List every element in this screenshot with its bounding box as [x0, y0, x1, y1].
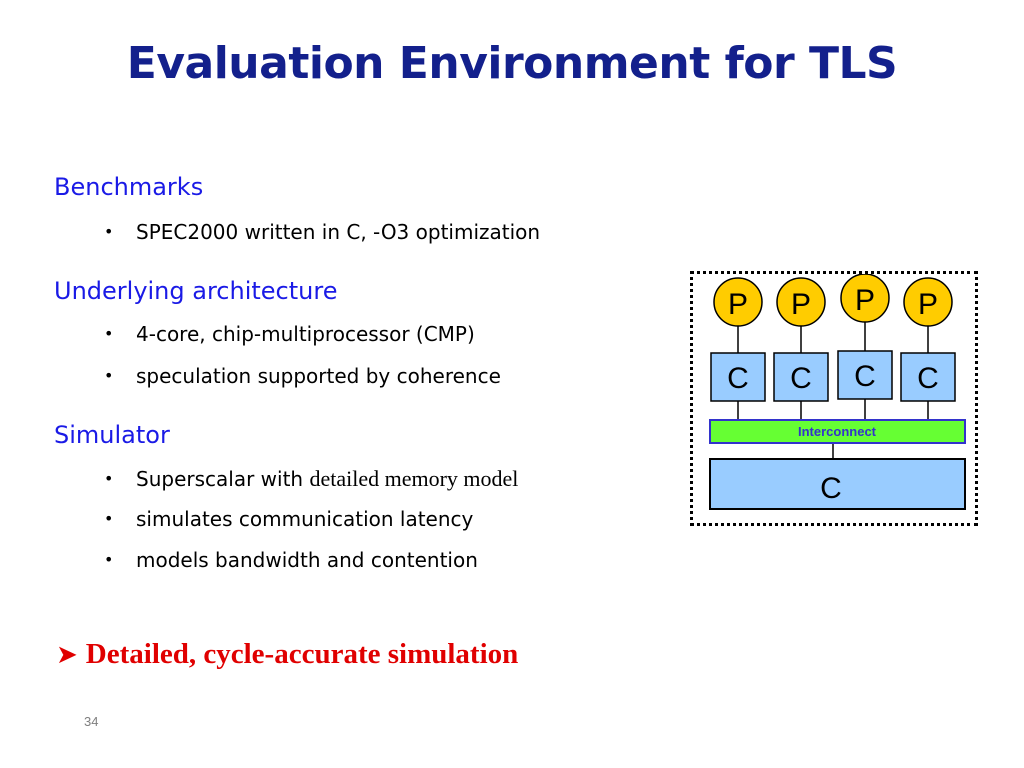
- processor-node: P: [840, 274, 890, 323]
- processor-label: P: [791, 288, 811, 321]
- private-cache-node: C: [837, 350, 893, 400]
- processor-node: P: [713, 277, 763, 327]
- processor-label: P: [918, 288, 938, 321]
- cmp-architecture-diagram: P P P P C C C C: [690, 271, 978, 526]
- bullet-item: • simulates communication latency: [104, 507, 473, 531]
- shared-cache-label: C: [820, 472, 842, 505]
- slide-title: Evaluation Environment for TLS: [126, 38, 898, 89]
- page-number: 34: [84, 714, 99, 729]
- bullet-dot-icon: •: [104, 509, 114, 528]
- private-cache-node: C: [710, 352, 766, 402]
- arrow-right-icon: ➤: [56, 640, 78, 670]
- bullet-text: speculation supported by coherence: [136, 364, 501, 388]
- cache-label: C: [917, 362, 939, 395]
- bullet-text: models bandwidth and contention: [136, 548, 478, 572]
- bullet-dot-icon: •: [104, 469, 114, 488]
- bullet-item: • 4-core, chip-multiprocessor (CMP): [104, 322, 475, 346]
- processor-node: P: [776, 277, 826, 327]
- bullet-item: • SPEC2000 written in C, -O3 optimization: [104, 220, 540, 244]
- interconnect-label: Interconnect: [798, 424, 877, 439]
- bullet-dot-icon: •: [104, 324, 114, 343]
- section-heading-simulator: Simulator: [54, 421, 170, 449]
- bullet-text-serif: detailed memory model: [309, 466, 519, 491]
- bullet-item: • speculation supported by coherence: [104, 364, 501, 388]
- private-cache-node: C: [773, 352, 829, 402]
- section-heading-architecture: Underlying architecture: [54, 277, 338, 305]
- section-heading-benchmarks: Benchmarks: [54, 173, 204, 201]
- bullet-item: • Superscalar with detailed memory model: [104, 466, 518, 492]
- interconnect-bar: Interconnect: [709, 419, 966, 444]
- processor-label: P: [855, 284, 875, 317]
- bullet-text: simulates communication latency: [136, 507, 474, 531]
- bullet-item: • models bandwidth and contention: [104, 548, 478, 572]
- conclusion-line: ➤Detailed, cycle-accurate simulation: [56, 638, 518, 671]
- processor-label: P: [728, 288, 748, 321]
- bullet-text: SPEC2000 written in C, -O3 optimization: [136, 220, 541, 244]
- private-cache-node: C: [900, 352, 956, 402]
- cache-label: C: [854, 360, 876, 393]
- shared-cache-node: C: [709, 458, 966, 510]
- cache-label: C: [727, 362, 749, 395]
- bullet-dot-icon: •: [104, 550, 114, 569]
- bullet-text: 4-core, chip-multiprocessor (CMP): [136, 322, 475, 346]
- bullet-text: Superscalar with: [136, 467, 310, 491]
- diagram-canvas: P P P P C C C C: [709, 274, 966, 510]
- bullet-dot-icon: •: [104, 222, 114, 241]
- conclusion-text: Detailed, cycle-accurate simulation: [85, 638, 519, 670]
- cache-label: C: [790, 362, 812, 395]
- processor-node: P: [903, 277, 953, 327]
- bullet-dot-icon: •: [104, 366, 114, 385]
